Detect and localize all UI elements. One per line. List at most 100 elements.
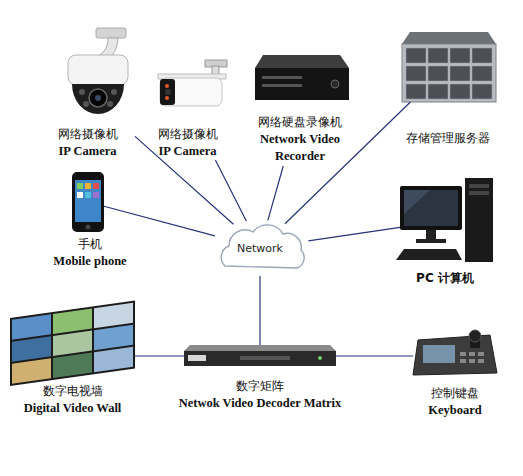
device-name-en: Netwok Video Decoder Matrix — [160, 395, 360, 412]
ir-led — [165, 96, 169, 100]
keyboard-body — [413, 335, 497, 375]
app-icon — [93, 192, 99, 198]
drive-bay — [428, 48, 448, 63]
network-link — [308, 227, 400, 240]
pc-computer — [396, 178, 493, 262]
ir-led — [107, 101, 113, 107]
server-top — [402, 32, 496, 44]
device-caption: 网络摄像机IP Camera — [145, 126, 230, 160]
screen-reflection — [404, 190, 430, 214]
device-name-en: Keyboard — [405, 402, 505, 419]
monitor-base — [416, 239, 446, 243]
pc-node: PC 计算机 — [395, 178, 495, 288]
status-led — [318, 356, 322, 360]
device-figure-area — [400, 30, 495, 102]
device-figure-area — [60, 28, 130, 123]
network-label: Network — [237, 242, 283, 255]
ir-led — [79, 89, 85, 95]
wall-screen — [12, 358, 51, 383]
phone-body — [72, 172, 104, 232]
monitor-screen — [404, 190, 458, 226]
device-name: 存储管理服务器 — [390, 130, 505, 147]
phone-screen — [75, 180, 101, 222]
camera-mount — [96, 28, 126, 38]
app-icon — [85, 183, 91, 189]
server-node: 存储管理服务器 — [390, 30, 505, 148]
network-video-recorder — [255, 55, 349, 100]
drive-bay — [428, 66, 448, 81]
key — [478, 359, 484, 363]
device-caption: 数字矩阵Netwok Video Decoder Matrix — [160, 378, 360, 412]
cloud-outline — [221, 225, 304, 268]
device-name-en: IP Camera — [145, 143, 230, 160]
app-icon — [85, 192, 91, 198]
network-link — [104, 206, 215, 236]
drive-bay — [450, 48, 470, 63]
network-link — [135, 355, 185, 356]
key — [469, 352, 475, 356]
drive-slot — [469, 191, 489, 195]
device-caption: 手机Mobile phone — [50, 236, 130, 270]
recorder-node: 网络硬盘录像机Network Video Recorder — [245, 48, 355, 166]
drive-bay — [428, 84, 448, 99]
device-figure-area — [160, 60, 230, 105]
drive-slot — [469, 184, 489, 188]
camera-lens — [89, 89, 107, 107]
video-wall-node: 数字电视墙Digital Video Wall — [5, 295, 140, 415]
wall-screen — [12, 314, 51, 339]
ir-led — [111, 89, 117, 95]
device-name: 网络硬盘录像机 — [245, 114, 355, 131]
device-figure-area — [72, 172, 104, 232]
home-button — [86, 225, 91, 230]
monitor — [400, 186, 462, 230]
camera-arm — [98, 38, 118, 56]
drive-bay — [406, 84, 426, 99]
camera-housing — [68, 55, 128, 85]
device-figure-area — [255, 53, 349, 103]
matrix-top — [184, 345, 336, 351]
camera-front — [160, 79, 175, 105]
app-icon — [93, 183, 99, 189]
device-caption: 存储管理服务器 — [390, 130, 505, 147]
ir-led — [83, 101, 89, 107]
wall-screen — [94, 303, 133, 328]
matrix-badge — [188, 355, 206, 361]
drive-bay — [406, 66, 426, 81]
bullet-camera — [158, 60, 227, 106]
camera-node: 网络摄像机IP Camera — [40, 28, 135, 160]
device-name-en: Mobile phone — [50, 253, 130, 270]
matrix-front — [184, 351, 336, 366]
server-front — [402, 44, 496, 102]
device-name: 网络摄像机 — [145, 126, 230, 143]
device-name: 手机 — [50, 236, 130, 253]
drive-bay — [450, 66, 470, 81]
mobile-phone — [72, 172, 104, 232]
device-name: PC 计算机 — [395, 270, 495, 287]
decoder-matrix — [184, 345, 336, 366]
device-name-en: Network Video Recorder — [245, 131, 355, 165]
network-link — [259, 276, 260, 345]
key — [478, 352, 484, 356]
device-figure-area — [10, 300, 135, 385]
keyboard-screen — [423, 345, 455, 363]
drive-bay — [406, 48, 426, 63]
nvr-front — [255, 68, 349, 100]
wall-screen — [53, 308, 92, 333]
device-caption: 网络摄像机IP Camera — [40, 126, 135, 160]
monitor-stand — [426, 230, 436, 240]
storage-server — [402, 32, 496, 102]
joystick — [469, 330, 481, 342]
wall-frame — [10, 300, 135, 386]
camera-body — [160, 78, 222, 106]
wall-screen — [53, 330, 92, 355]
drive-bay — [472, 66, 492, 81]
control-keyboard — [413, 330, 497, 375]
app-icon — [77, 183, 83, 189]
device-figure-area — [413, 330, 505, 375]
device-name: 数字矩阵 — [160, 378, 360, 395]
device-caption: 控制键盘Keyboard — [405, 385, 505, 419]
device-figure-area — [400, 178, 495, 263]
device-caption: 网络硬盘录像机Network Video Recorder — [245, 114, 355, 165]
device-name-en: IP Camera — [40, 143, 135, 160]
